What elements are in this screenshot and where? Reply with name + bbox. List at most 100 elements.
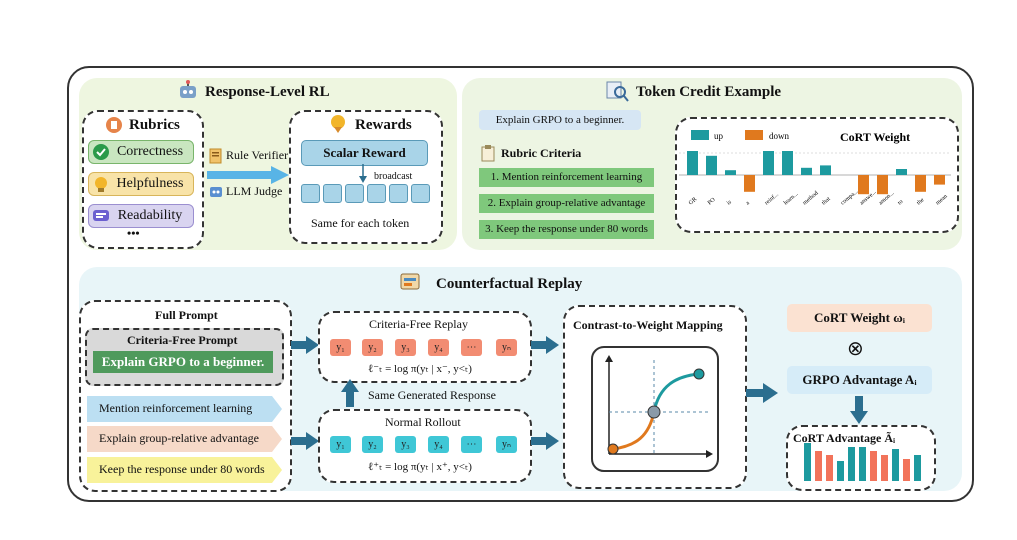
token-reward-cell	[389, 184, 408, 203]
robot-icon	[176, 80, 200, 107]
replay-token: y₄	[428, 339, 449, 356]
chart-title: CoRT Weight	[840, 130, 910, 144]
rubrics-more: •••	[127, 226, 140, 240]
full-prompt-title: Full Prompt	[155, 308, 218, 322]
token-reward-cell	[411, 184, 430, 203]
token-reward-cell	[301, 184, 320, 203]
arrow-up-same-response	[341, 379, 359, 407]
token-reward-row	[301, 184, 433, 204]
chart-tick-label: reinf...	[763, 191, 780, 207]
rollout-token: y₃	[395, 436, 416, 453]
token-credit-title: Token Credit Example	[636, 84, 782, 100]
replay-token: y₂	[362, 339, 383, 356]
rubric-label: Readability	[117, 208, 183, 223]
document-icon	[209, 148, 223, 169]
chart-bar-down	[744, 175, 755, 192]
advantage-bar	[914, 455, 921, 481]
chart-bar-down	[915, 175, 926, 192]
legend-down-swatch	[745, 130, 763, 140]
broadcast-arrow	[359, 164, 367, 183]
chart-tick-label: mean	[935, 194, 949, 207]
rewards-title: Rewards	[355, 117, 412, 133]
criteria-free-prompt: Explain GRPO to a beginner.	[93, 351, 273, 373]
sigmoid-mid-point	[647, 405, 661, 419]
chart-tick-label: GR	[688, 197, 698, 207]
broadcast-label: broadcast	[374, 171, 413, 182]
clipboard-icon	[481, 144, 495, 167]
chart-bar-up	[782, 151, 793, 175]
criterion-pill-1	[87, 396, 282, 422]
chart-bar-up	[896, 169, 907, 175]
advantage-bar	[848, 447, 855, 481]
check-icon	[92, 143, 110, 169]
token-reward-cell	[323, 184, 342, 203]
chart-bar-up	[763, 151, 774, 175]
rubric-label: Correctness	[116, 144, 184, 159]
rollout-token: y₄	[428, 436, 449, 453]
rewards-arrow	[207, 166, 289, 184]
rubric-helpfulness: Helpfulness	[88, 172, 194, 196]
rollout-token: yₙ	[496, 436, 517, 453]
rollout-token: y₂	[362, 436, 383, 453]
chart-bar-up	[687, 151, 698, 175]
lightbulb-icon	[92, 175, 110, 201]
arrow-to-grpo	[746, 383, 778, 403]
same-for-each-token-label: Same for each token	[311, 216, 410, 230]
chart-bar-down	[858, 175, 869, 195]
chart-tick-label: compa...	[840, 188, 860, 206]
otimes-symbol: ⊗	[847, 338, 864, 360]
cort-advantage-bars	[804, 443, 921, 481]
sigmoid-high-point	[693, 368, 705, 380]
advantage-bar	[815, 451, 822, 481]
replay-token: yₙ	[496, 339, 517, 356]
scalar-reward-box: Scalar Reward	[301, 140, 428, 166]
response-level-title: Response-Level RL	[205, 84, 330, 100]
award-icon	[329, 114, 347, 139]
chart-bar-down	[934, 175, 945, 185]
counterfactual-title: Counterfactual Replay	[436, 276, 583, 292]
chart-bar-up	[706, 155, 717, 175]
rubric-label: Helpfulness	[116, 176, 184, 191]
chart-bar-up	[725, 170, 736, 175]
chart-bar-down	[877, 175, 888, 195]
replay-token-row: y₁ y₂ y₃ y₄ ⋯ yₙ	[330, 339, 520, 357]
arrow-down-to-cort	[850, 396, 868, 424]
replay-token: y₁	[330, 339, 351, 356]
normal-rollout-title: Normal Rollout	[385, 415, 461, 429]
rule-verifier-label: Rule Verifier	[226, 148, 289, 162]
advantage-bar	[881, 455, 888, 481]
advantage-bar	[804, 443, 811, 481]
arrow-rollout-to-mapping	[531, 432, 559, 450]
chart-tick-label: the	[916, 197, 926, 207]
chart-tick-label: method	[802, 190, 820, 206]
criterion-2: 2. Explain group-relative advantage	[479, 194, 654, 213]
chart-tick-label: PO	[707, 197, 717, 207]
chart-bar-up	[801, 167, 812, 175]
chart-bar-up	[820, 165, 831, 175]
advantage-bar	[892, 449, 899, 481]
advantage-bar	[870, 451, 877, 481]
criteria-free-prompt-title: Criteria-Free Prompt	[127, 333, 238, 347]
criterion-pill-3	[87, 457, 282, 483]
rubric-correctness: Correctness	[88, 140, 194, 164]
prompt-box: Explain GRPO to a beginner.	[479, 110, 641, 130]
advantage-bar	[903, 459, 910, 481]
criteria-free-formula: ℓ⁻ₜ = log π(yₜ | x⁻, y<ₜ)	[368, 363, 472, 375]
arrow-replay-to-mapping	[531, 336, 559, 354]
chart-tick-label: is	[726, 199, 733, 207]
token-reward-cell	[367, 184, 386, 203]
chart-tick-label: learn...	[783, 191, 800, 207]
chart-tick-label: that	[821, 196, 832, 207]
contrast-mapping-title: Contrast-to-Weight Mapping	[573, 318, 723, 332]
criterion-pill-3-label: Keep the response under 80 words	[99, 462, 265, 476]
advantage-bar	[859, 447, 866, 481]
normal-formula: ℓ⁺ₜ = log π(yₜ | x⁺, y<ₜ)	[368, 461, 472, 473]
grpo-advantage-box: GRPO Advantage Aᵢ	[787, 366, 932, 394]
criteria-free-replay-title: Criteria-Free Replay	[369, 317, 468, 331]
rubric-criteria-title: Rubric Criteria	[501, 146, 582, 160]
rollout-token: ⋯	[461, 436, 482, 453]
arrow-to-replay	[291, 336, 319, 354]
token-reward-cell	[345, 184, 364, 203]
speech-bubble-icon	[92, 207, 110, 233]
